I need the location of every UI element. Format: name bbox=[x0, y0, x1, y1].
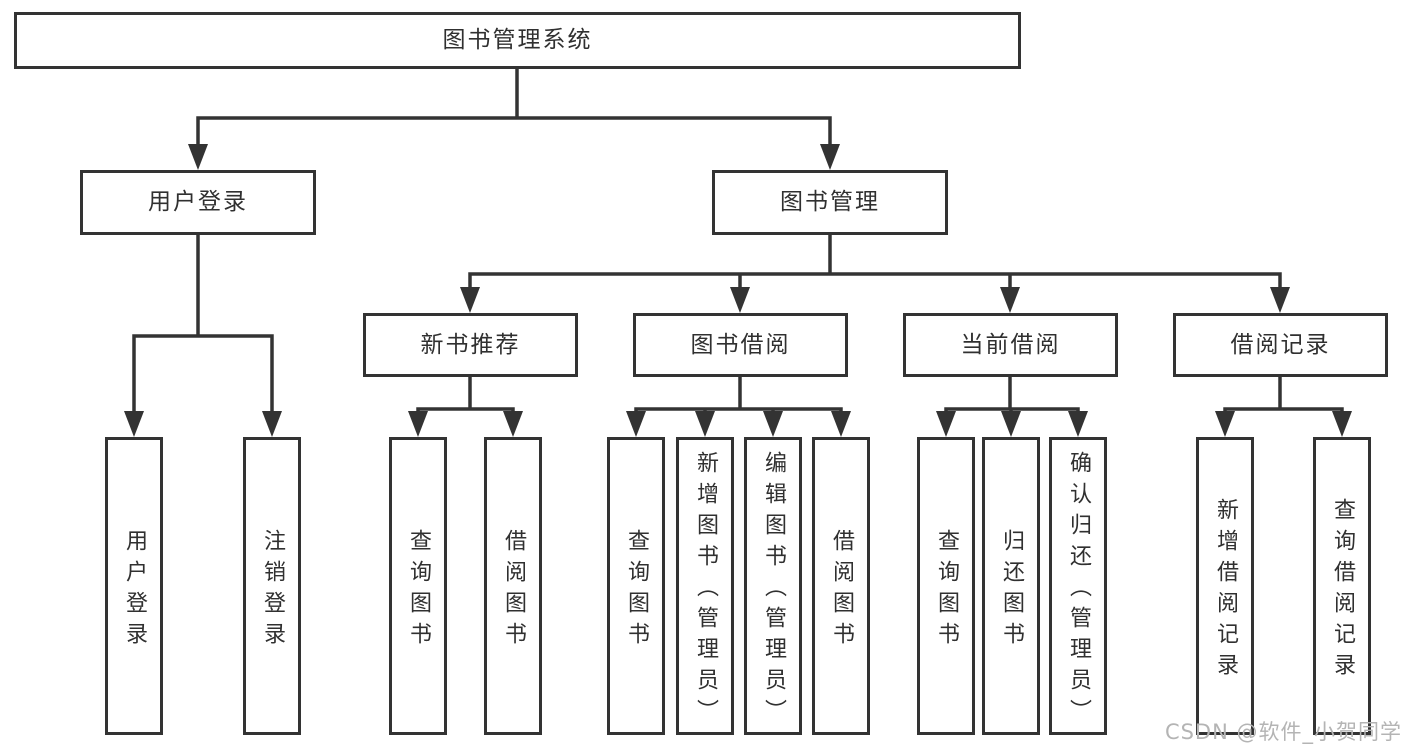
csdn-watermark: CSDN @软件_小贺同学 bbox=[1164, 720, 1402, 744]
node-current-borrow: 当前借阅 bbox=[903, 313, 1118, 377]
leaf-current-query-books: 查询图书 bbox=[917, 437, 975, 735]
leaf-edit-books-admin: 编辑图书（管理员） bbox=[744, 437, 802, 735]
leaf-borrow-query-books-label: 查询图书 bbox=[624, 528, 649, 653]
node-new-book-recommend: 新书推荐 bbox=[363, 313, 578, 377]
leaf-recommend-borrow-books: 借阅图书 bbox=[484, 437, 542, 735]
node-current-borrow-label: 当前借阅 bbox=[960, 331, 1061, 358]
wire-book-borrow bbox=[634, 377, 843, 414]
wire-borrow-records bbox=[1223, 377, 1344, 414]
leaf-add-books-admin-label: 新增图书（管理员） bbox=[693, 451, 718, 730]
leaf-borrow-query-books: 查询图书 bbox=[607, 437, 665, 735]
node-book-borrow-label: 图书借阅 bbox=[690, 331, 791, 358]
node-root: 图书管理系统 bbox=[14, 12, 1021, 69]
node-book-management-label: 图书管理 bbox=[780, 189, 880, 215]
leaf-user-login: 用户登录 bbox=[105, 437, 163, 735]
node-new-book-recommend-label: 新书推荐 bbox=[420, 331, 521, 358]
leaf-return-books: 归还图书 bbox=[982, 437, 1040, 735]
leaf-logout-label: 注销登录 bbox=[260, 528, 285, 653]
wire-book-management-to-groups bbox=[468, 235, 1282, 292]
wire-new-book-recommend bbox=[416, 377, 515, 414]
leaf-current-query-books-label: 查询图书 bbox=[934, 528, 959, 653]
wire-current-borrow bbox=[944, 377, 1080, 414]
leaf-borrow-books: 借阅图书 bbox=[812, 437, 870, 735]
leaf-recommend-query-books-label: 查询图书 bbox=[406, 528, 431, 653]
leaf-logout: 注销登录 bbox=[243, 437, 301, 735]
leaf-recommend-borrow-books-label: 借阅图书 bbox=[501, 528, 526, 653]
node-book-management: 图书管理 bbox=[712, 170, 948, 235]
leaf-borrow-books-label: 借阅图书 bbox=[829, 528, 854, 653]
leaf-return-books-label: 归还图书 bbox=[999, 528, 1024, 653]
node-root-label: 图书管理系统 bbox=[442, 27, 593, 53]
leaf-query-borrow-record: 查询借阅记录 bbox=[1313, 437, 1371, 735]
leaf-recommend-query-books: 查询图书 bbox=[389, 437, 447, 735]
node-user-login: 用户登录 bbox=[80, 170, 316, 235]
wire-user-login-to-leaves bbox=[132, 235, 274, 414]
leaf-user-login-label: 用户登录 bbox=[122, 528, 147, 653]
leaf-query-borrow-record-label: 查询借阅记录 bbox=[1330, 497, 1355, 684]
leaf-add-borrow-record: 新增借阅记录 bbox=[1196, 437, 1254, 735]
leaf-edit-books-admin-label: 编辑图书（管理员） bbox=[761, 451, 786, 730]
wire-root-to-level2 bbox=[196, 68, 832, 148]
leaf-confirm-return-admin: 确认归还（管理员） bbox=[1049, 437, 1107, 735]
node-book-borrow: 图书借阅 bbox=[633, 313, 848, 377]
leaf-confirm-return-admin-label: 确认归还（管理员） bbox=[1066, 451, 1091, 730]
leaf-add-borrow-record-label: 新增借阅记录 bbox=[1213, 497, 1238, 684]
node-user-login-label: 用户登录 bbox=[148, 189, 248, 215]
leaf-add-books-admin: 新增图书（管理员） bbox=[676, 437, 734, 735]
node-borrow-records-label: 借阅记录 bbox=[1230, 331, 1331, 358]
node-borrow-records: 借阅记录 bbox=[1173, 313, 1388, 377]
